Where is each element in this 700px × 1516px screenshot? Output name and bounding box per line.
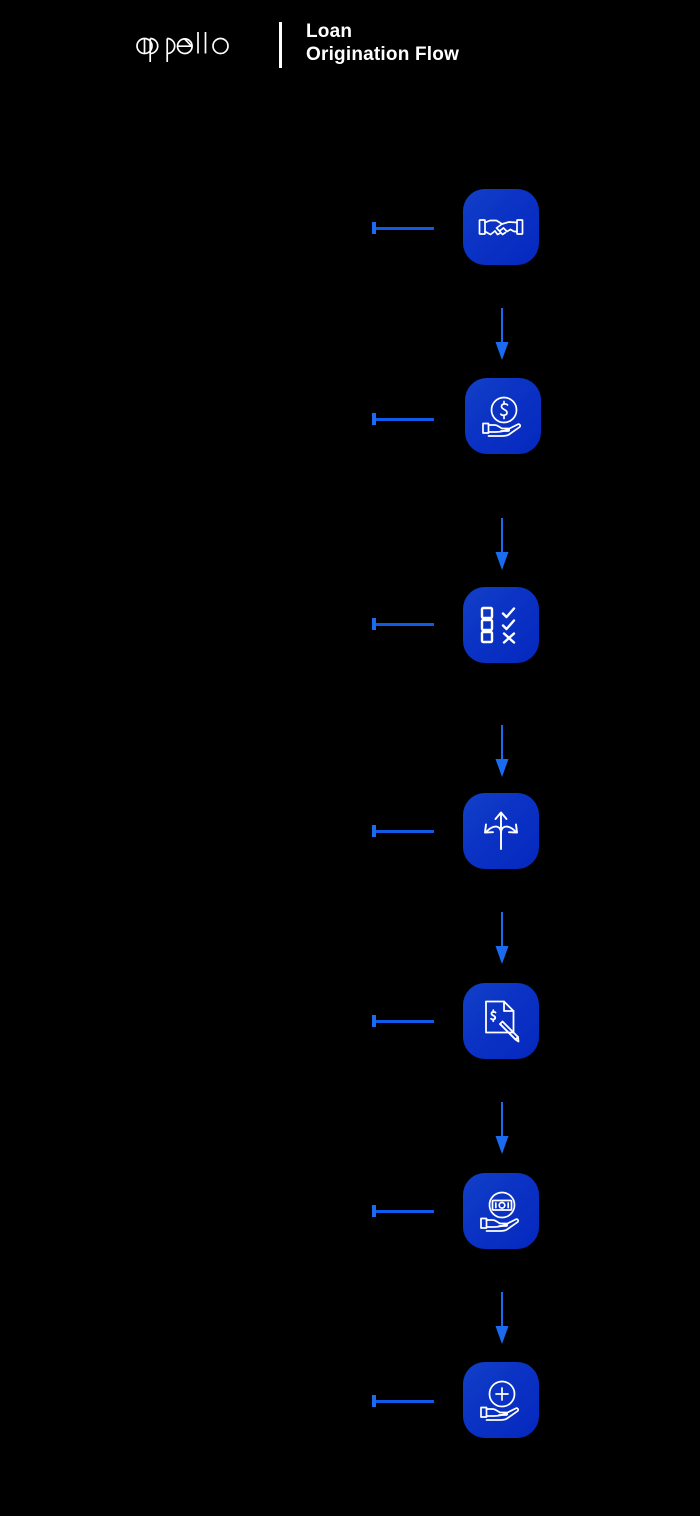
hand-holding-coin-plus-icon <box>479 1379 523 1421</box>
appello-wordmark-logo <box>126 26 258 64</box>
header-divider <box>279 22 282 68</box>
step-1-handshake[interactable] <box>463 189 539 265</box>
connector-tick-icon <box>372 825 376 837</box>
step-5-loan-document-signing[interactable] <box>463 983 539 1059</box>
flow-arrow-4 <box>494 912 510 964</box>
connector-rule <box>376 417 434 421</box>
step-connector-7 <box>372 1395 434 1407</box>
connector-rule <box>376 1209 434 1213</box>
handshake-icon <box>478 211 524 243</box>
connector-tick-icon <box>372 413 376 425</box>
step-7-loan-servicing[interactable] <box>463 1362 539 1438</box>
hand-holding-cash-icon <box>479 1190 523 1232</box>
connector-rule <box>376 1399 434 1403</box>
branching-arrows-icon <box>479 809 523 853</box>
connector-tick-icon <box>372 1015 376 1027</box>
step-3-underwriting-checklist[interactable] <box>463 587 539 663</box>
checklist-check-cross-icon <box>480 606 522 644</box>
connector-rule <box>376 622 434 626</box>
step-connector-3 <box>372 618 434 630</box>
page-title-line-1: Loan <box>306 21 353 42</box>
step-connector-2 <box>372 413 434 425</box>
connector-tick-icon <box>372 1205 376 1217</box>
connector-rule <box>376 226 434 230</box>
flow-arrow-3 <box>494 725 510 777</box>
step-2-loan-application[interactable] <box>465 378 541 454</box>
step-connector-4 <box>372 825 434 837</box>
flow-arrow-5 <box>494 1102 510 1154</box>
connector-tick-icon <box>372 1395 376 1407</box>
page-title: Loan Origination Flow <box>306 20 459 66</box>
step-connector-6 <box>372 1205 434 1217</box>
step-6-loan-funding[interactable] <box>463 1173 539 1249</box>
header: Loan Origination Flow <box>0 0 700 100</box>
connector-tick-icon <box>372 222 376 234</box>
flow-arrow-1 <box>494 308 510 360</box>
page-title-line-2: Origination Flow <box>306 44 460 65</box>
hand-holding-dollar-coin-icon <box>481 395 525 437</box>
connector-rule <box>376 1019 434 1023</box>
connector-rule <box>376 829 434 833</box>
step-4-decision-routing[interactable] <box>463 793 539 869</box>
flow-arrow-6 <box>494 1292 510 1344</box>
document-dollar-pen-icon <box>481 999 521 1043</box>
step-connector-1 <box>372 222 434 234</box>
step-connector-5 <box>372 1015 434 1027</box>
connector-tick-icon <box>372 618 376 630</box>
flow-arrow-2 <box>494 518 510 570</box>
